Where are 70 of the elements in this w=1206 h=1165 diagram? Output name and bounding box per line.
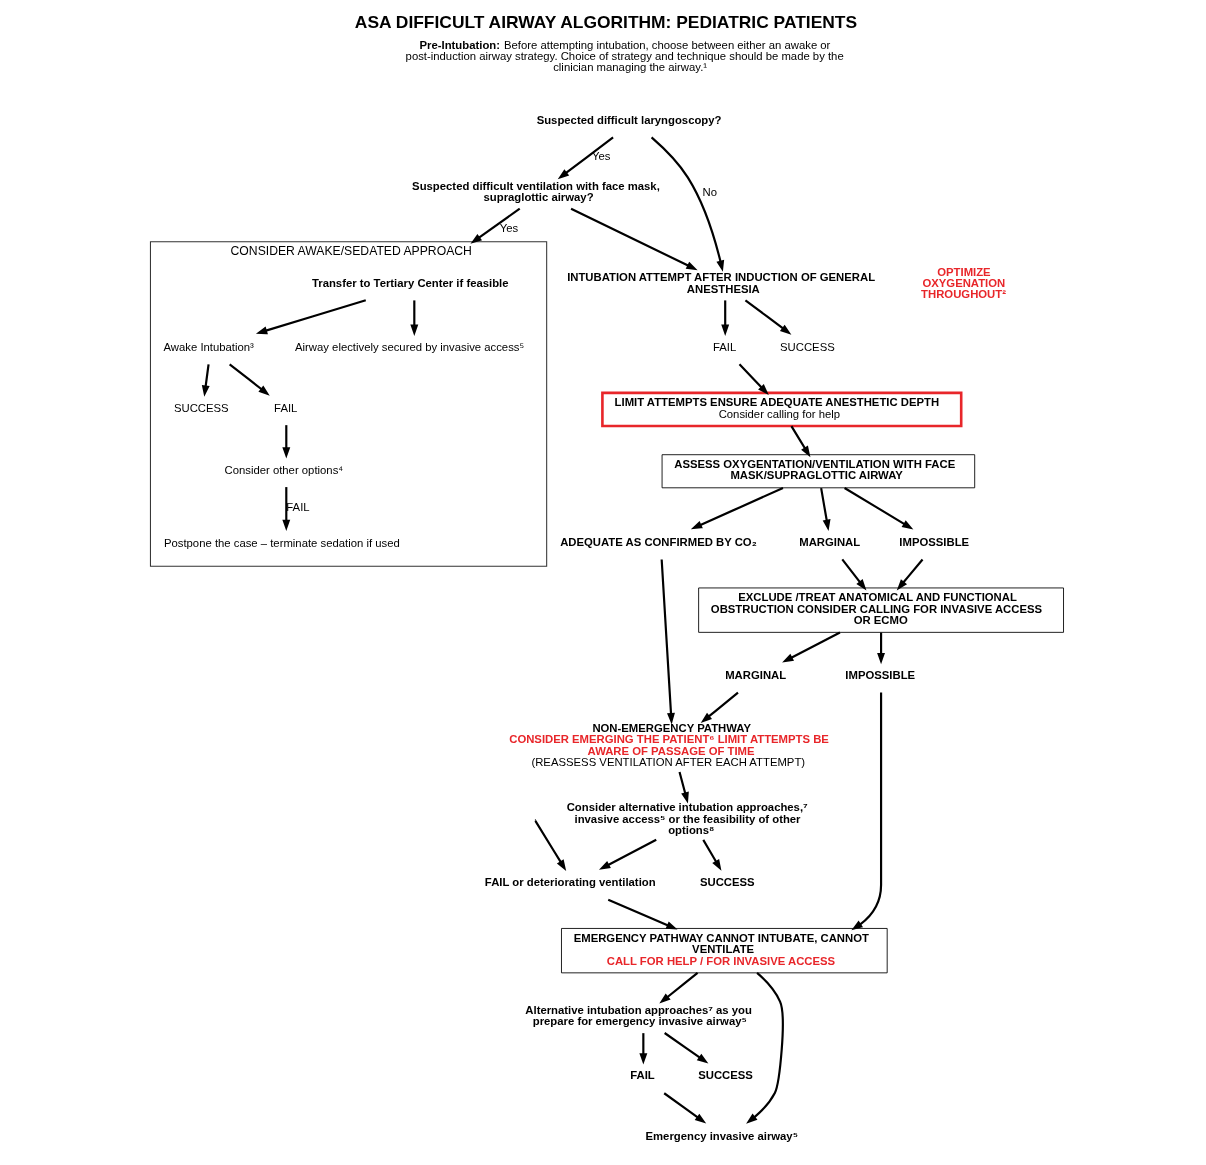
arrow <box>843 487 913 530</box>
node-text: Consider alternative intubation approaches,⁷ invasive access⁵ or the feasibility of other options⁸ <box>566 801 808 836</box>
node-text: ADEQUATE AS CONFIRMED BY CO₂ <box>559 535 757 548</box>
arrow <box>638 1033 647 1065</box>
node-text: NON-EMERGENCY PATHWAY CONSIDER EMERGING THE PATIENT⁶ LIMIT ATTEMPTS BE AWARE OF PASSAGE OF TIME (REASSESS VENTILATION AFTER EACH ATTEMPT) <box>508 721 829 768</box>
node-box: EMERGENCY PATHWAY CANNOT INTUBATE, CANNOT VENTILATE CALL FOR HELP / FOR INVASIVE ACCESS <box>560 928 888 974</box>
node-text: Suspected difficult ventilation with face mask, supraglottic airway? <box>411 179 660 204</box>
node-text: IMPOSSIBLE <box>844 668 915 681</box>
arrow <box>469 207 520 244</box>
arrow <box>819 487 830 531</box>
arrow <box>658 972 698 1004</box>
edge-label: No <box>702 185 717 198</box>
arrow <box>700 691 739 723</box>
node-text: Awake Intubation³ <box>163 341 254 354</box>
arrow <box>790 425 810 458</box>
arrow <box>663 1032 708 1064</box>
node-text: SUCCESS <box>779 341 835 354</box>
node-text: Postpone the case – terminate sedation if used <box>163 536 400 549</box>
arrow <box>840 558 866 591</box>
label: Pre-Intubation: Before attempting intubation, choose between either an awake or post-induction airway strategy. Choice of strategy and technique should be made by the clinician managing the airway.¹ <box>405 38 844 74</box>
arrow <box>745 972 784 1124</box>
arrow <box>701 839 721 871</box>
node-text: FAIL <box>273 402 297 415</box>
edge-label: Yes <box>591 150 610 163</box>
diagram-title: ASA DIFFICULT AIRWAY ALGORITHM: PEDIATRIC PATIENTS <box>354 12 857 33</box>
node-box: LIMIT ATTEMPTS ENSURE ADEQUATE ANESTHETIC DEPTH Consider calling for help <box>600 391 962 428</box>
arrow <box>228 363 270 396</box>
node-text: SUCCESS <box>173 402 229 415</box>
arrow <box>607 898 678 930</box>
node-text: SUCCESS <box>699 876 755 889</box>
arrow <box>738 363 769 395</box>
arrow <box>650 136 724 272</box>
arrow <box>201 364 210 397</box>
node-text: Transfer to Tertiary Center if feasible <box>311 276 509 289</box>
arrow <box>570 207 698 271</box>
arrow <box>876 632 885 665</box>
arrow <box>781 631 840 663</box>
node-text: MARGINAL <box>798 535 860 548</box>
node-text: SUCCESS <box>697 1069 753 1082</box>
node-text: FAIL or deteriorating ventilation <box>484 876 656 889</box>
node-box: EXCLUDE /TREAT ANATOMICAL AND FUNCTIONAL OBSTRUCTION CONSIDER CALLING FOR INVASIVE ACCESS OR ECMO <box>697 587 1064 633</box>
node-text: FAIL <box>712 341 736 354</box>
node-text: FAIL <box>629 1069 655 1082</box>
arrow <box>557 136 614 180</box>
arrow <box>660 559 675 725</box>
edge-label: Yes <box>499 221 518 234</box>
node-text: MARGINAL <box>724 668 786 681</box>
arrow <box>533 820 566 871</box>
arrow <box>896 558 923 591</box>
arrow <box>598 838 657 870</box>
label: OPTIMIZE OXYGENATION THROUGHOUT² <box>920 265 1006 301</box>
arrow <box>255 299 366 335</box>
arrow <box>281 487 290 531</box>
edge-label: FAIL <box>285 500 310 513</box>
node-text: INTUBATION ATTEMPT AFTER INDUCTION OF GENERAL ANESTHESIA <box>566 271 875 295</box>
arrow <box>850 692 882 931</box>
arrow <box>720 300 729 336</box>
node-text: Suspected difficult laryngoscopy? <box>536 113 721 126</box>
arrow <box>690 486 783 530</box>
node-text: Consider other options⁴ <box>223 464 343 477</box>
arrow <box>744 299 791 335</box>
arrow <box>678 771 689 804</box>
node-text: Airway electively secured by invasive access⁵ <box>294 341 524 354</box>
arrow <box>663 1092 706 1124</box>
node-box: ASSESS OXYGENTATION/VENTILATION WITH FACE MASK/SUPRAGLOTTIC AIRWAY <box>661 454 975 489</box>
node-text: Emergency invasive airway⁵ <box>645 1129 798 1142</box>
arrow <box>409 300 418 336</box>
arrow <box>281 425 290 459</box>
node-text: Alternative intubation approaches⁷ as you prepare for emergency invasive airway⁵ <box>524 1004 752 1028</box>
node-text: IMPOSSIBLE <box>898 535 969 548</box>
